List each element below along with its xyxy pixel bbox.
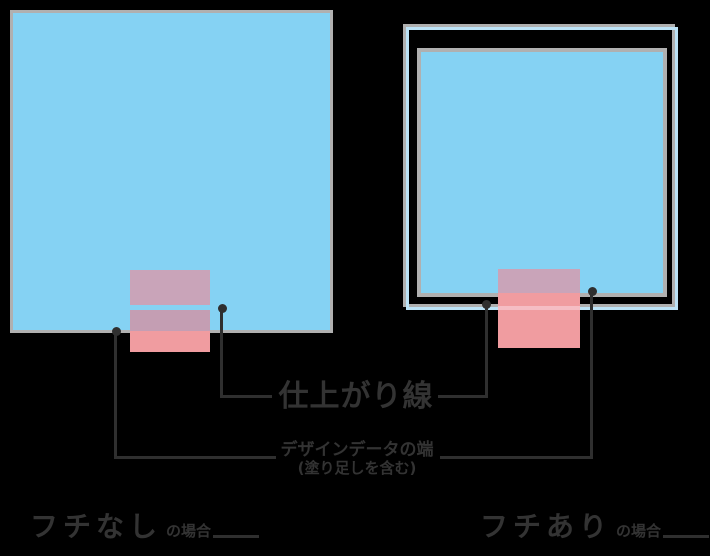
callout-dot — [588, 287, 597, 296]
caption-left: フチなし の場合 — [30, 505, 260, 545]
callout-dot — [112, 327, 121, 336]
callout-dot — [218, 304, 227, 313]
design-edge-label: デザインデータの端 (塗り足しを含む) — [267, 440, 447, 478]
caption-right: フチあり の場合 — [480, 505, 710, 545]
callout-line — [220, 308, 223, 398]
left-pink-band-top — [130, 270, 210, 305]
caption-right-underline-dash — [663, 535, 710, 538]
design-edge-label-line1: デザインデータの端 — [280, 440, 434, 460]
right-inner-square — [417, 48, 667, 297]
caption-left-sub: の場合 — [166, 522, 212, 540]
right-pink-band-top — [498, 269, 580, 293]
callout-line — [438, 395, 488, 398]
right-pink-band-overhang — [498, 293, 580, 348]
right-pink-frame-line-highlight — [498, 306, 580, 310]
callout-line — [114, 456, 276, 459]
callout-line — [114, 331, 117, 459]
caption-left-main: フチなし — [30, 510, 163, 543]
callout-line — [590, 292, 593, 459]
callout-line — [440, 456, 593, 459]
caption-right-main: フチあり — [480, 510, 613, 543]
caption-right-sub: の場合 — [616, 522, 662, 540]
design-edge-label-line2: (塗り足しを含む) — [297, 459, 417, 478]
caption-left-underline-dash — [213, 535, 260, 538]
callout-dot — [482, 300, 491, 309]
callout-line — [485, 305, 488, 398]
left-pink-band-middle — [130, 310, 210, 331]
finish-line-label: 仕上がり線 — [278, 379, 434, 414]
callout-line — [220, 395, 272, 398]
left-pink-band-overhang — [130, 331, 210, 352]
